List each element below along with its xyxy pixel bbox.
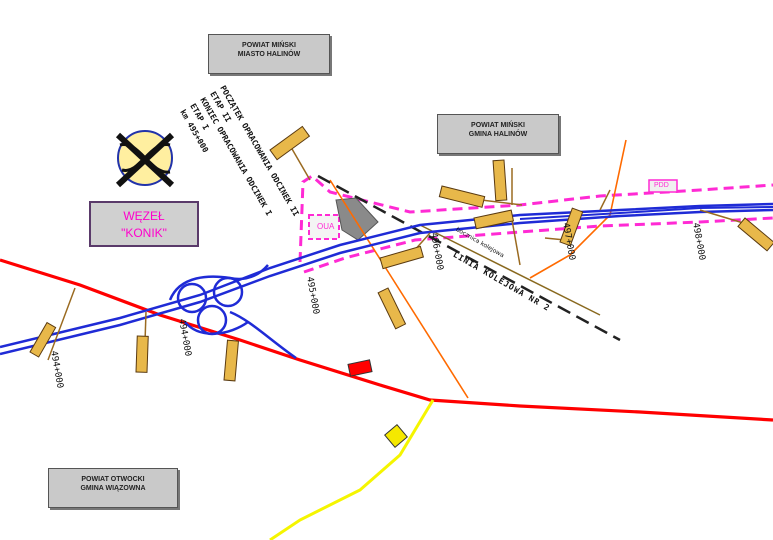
road-number-red (347, 359, 373, 377)
motorway-main (0, 202, 773, 349)
district-label-otwock: POWIAT OTWOCKI GMINA WIĄZOWNA (48, 468, 178, 508)
district-label-minsk-city: POWIAT MIŃSKI MIASTO HALINÓW (208, 34, 330, 74)
interchange-ramp-1 (168, 264, 269, 301)
regional-road (269, 399, 435, 540)
district-label-minsk-gmina: POWIAT MIŃSKI GMINA HALINÓW (437, 114, 559, 154)
interchange-name-line2: "KONIK" (121, 226, 167, 240)
interchange-ramp-3 (184, 320, 249, 335)
interchange-ramp-2 (229, 310, 297, 360)
national-road (0, 258, 773, 422)
mop-right-label: PDD (654, 182, 669, 189)
railway-line (317, 174, 621, 342)
mop-left-area (308, 214, 340, 240)
district-minsk-city-line2: MIASTO HALINÓW (237, 51, 301, 58)
mop-left-label: OUA (317, 222, 335, 231)
local-road-diagonal (329, 179, 469, 399)
road-number-yellow (384, 424, 408, 448)
interchange-loop-1 (176, 282, 208, 314)
district-minsk-gmina-line1: POWIAT MIŃSKI (471, 122, 525, 129)
motorway-main-2 (0, 208, 773, 356)
district-otwock-line2: GMINA WIĄZOWNA (80, 485, 146, 492)
district-minsk-gmina-line2: GMINA HALINÓW (468, 131, 528, 138)
local-road-north (529, 139, 627, 279)
district-otwock-line1: POWIAT OTWOCKI (81, 476, 145, 483)
interchange-name-label: WĘZEŁ "KONIK" (89, 201, 199, 247)
interchange-name-line1: WĘZEŁ (123, 209, 165, 223)
district-minsk-city-line1: POWIAT MIŃSKI (242, 42, 296, 49)
service-area (335, 197, 379, 241)
interchange-crossed-icon (115, 130, 175, 188)
mop-right-area (648, 179, 678, 193)
railway-siding (419, 224, 601, 316)
km-signs (29, 125, 773, 382)
